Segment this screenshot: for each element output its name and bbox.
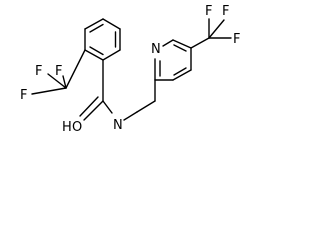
right-trifluoromethyl: F F F xyxy=(190,4,240,49)
fluorine-atom-label: F xyxy=(20,88,27,103)
hydrogen-atom-label: H xyxy=(62,120,72,135)
bond xyxy=(84,49,104,61)
bond xyxy=(65,49,86,89)
oxygen-atom-label: O xyxy=(72,120,82,135)
double-bond-inner xyxy=(89,46,104,56)
bond xyxy=(162,39,174,47)
bond xyxy=(62,75,67,89)
chemical-structure: F F F H O N N F F F xyxy=(20,4,240,135)
carbonyl-double-bond xyxy=(79,96,99,117)
benzene-ring xyxy=(84,18,121,61)
ethyl-linker xyxy=(123,79,156,121)
fluorine-atom-label: F xyxy=(35,64,42,79)
bond xyxy=(102,100,113,114)
bond xyxy=(190,37,210,49)
bond xyxy=(47,73,67,89)
double-bond-inner xyxy=(173,67,187,76)
bond xyxy=(136,100,156,113)
bond xyxy=(172,39,192,49)
carbonyl-double-bond xyxy=(83,100,104,121)
bond xyxy=(102,49,121,61)
bond xyxy=(84,18,104,30)
bond xyxy=(208,19,225,39)
left-trifluoromethyl: F F F xyxy=(20,49,86,103)
bond xyxy=(102,18,121,30)
bond xyxy=(172,69,192,81)
double-bond-inner xyxy=(89,23,104,33)
fluorine-atom-label: F xyxy=(55,64,62,79)
nitrogen-atom-label: N xyxy=(151,42,161,57)
fluorine-atom-label: F xyxy=(222,4,229,19)
fluorine-atom-label: F xyxy=(233,32,240,47)
fluorine-atom-label: F xyxy=(205,4,212,19)
amide-group: H O N xyxy=(62,59,123,135)
bond xyxy=(123,111,138,121)
bond xyxy=(31,87,67,95)
double-bond-inner xyxy=(173,44,187,52)
nitrogen-atom-label: N xyxy=(113,118,123,133)
pyridine-ring: N xyxy=(151,39,192,81)
